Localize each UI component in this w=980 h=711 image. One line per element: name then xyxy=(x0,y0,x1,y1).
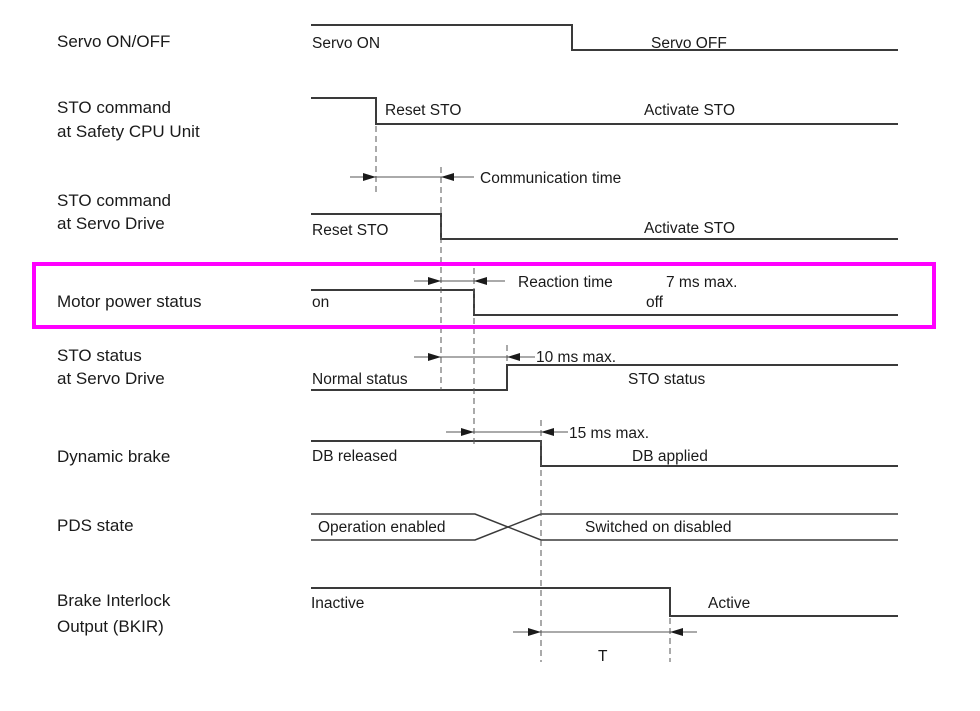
arrow-left-icon xyxy=(670,628,683,636)
state-motor-on: on xyxy=(312,294,329,311)
waveform-bkir xyxy=(311,587,898,617)
row-label-motor-power-status: Motor power status xyxy=(57,292,202,311)
label-t: T xyxy=(598,648,608,665)
label-15ms-max: 15 ms max. xyxy=(569,425,649,442)
row-label-bkir-2: Output (BKIR) xyxy=(57,617,164,636)
state-sto-status: STO status xyxy=(628,371,705,388)
row-label-sto-cmd-safety-cpu-1: STO command xyxy=(57,98,171,117)
state-db-applied: DB applied xyxy=(632,448,708,465)
arrow-left-icon xyxy=(474,277,487,285)
arrow-right-icon xyxy=(428,353,441,361)
state-normal-status: Normal status xyxy=(312,371,408,388)
state-switched-on-disabled: Switched on disabled xyxy=(585,519,732,536)
state-inactive: Inactive xyxy=(311,595,364,612)
dimension-communication-time: Communication time xyxy=(350,170,621,187)
arrow-right-icon xyxy=(461,428,474,436)
state-reset-sto-cpu: Reset STO xyxy=(385,102,461,119)
state-db-released: DB released xyxy=(312,448,397,465)
state-active: Active xyxy=(708,595,750,612)
dimension-10ms: 10 ms max. xyxy=(414,349,616,366)
row-label-sto-cmd-servo-drive-1: STO command xyxy=(57,191,171,210)
waveform-sto-cmd-safety-cpu xyxy=(311,97,898,125)
state-reset-sto-drive: Reset STO xyxy=(312,222,388,239)
arrow-left-icon xyxy=(507,353,520,361)
row-label-sto-status-1: STO status xyxy=(57,346,142,365)
state-activate-sto-drive: Activate STO xyxy=(644,220,735,237)
arrow-right-icon xyxy=(428,277,441,285)
state-motor-off: off xyxy=(646,294,664,311)
waveform-sto-status xyxy=(311,364,898,391)
waveform-motor-power xyxy=(311,289,898,316)
row-label-sto-cmd-servo-drive-2: at Servo Drive xyxy=(57,214,165,233)
label-reaction-max: 7 ms max. xyxy=(666,274,737,291)
row-label-sto-cmd-safety-cpu-2: at Safety CPU Unit xyxy=(57,122,200,141)
dimension-reaction-time: Reaction time 7 ms max. xyxy=(414,274,737,291)
arrow-right-icon xyxy=(363,173,376,181)
row-label-servo-on-off: Servo ON/OFF xyxy=(57,32,170,51)
dimension-t: T xyxy=(513,628,697,665)
label-10ms-max: 10 ms max. xyxy=(536,349,616,366)
arrow-left-icon xyxy=(441,173,454,181)
row-label-bkir-1: Brake Interlock xyxy=(57,591,171,610)
label-reaction-time: Reaction time xyxy=(518,274,613,291)
state-servo-off: Servo OFF xyxy=(651,35,727,52)
arrow-right-icon xyxy=(528,628,541,636)
label-communication-time: Communication time xyxy=(480,170,621,187)
state-activate-sto-cpu: Activate STO xyxy=(644,102,735,119)
row-label-pds-state: PDS state xyxy=(57,516,134,535)
arrow-left-icon xyxy=(541,428,554,436)
waveform-pds-lower xyxy=(311,513,898,541)
state-operation-enabled: Operation enabled xyxy=(318,519,446,536)
row-label-dynamic-brake: Dynamic brake xyxy=(57,447,170,466)
dimension-15ms: 15 ms max. xyxy=(446,425,649,442)
waveform-dynamic-brake xyxy=(311,440,898,467)
row-label-sto-status-2: at Servo Drive xyxy=(57,369,165,388)
waveform-servo-on-off xyxy=(311,24,898,51)
state-servo-on: Servo ON xyxy=(312,35,380,52)
highlight-box-motor-power xyxy=(32,262,936,329)
waveform-sto-cmd-servo-drive xyxy=(311,213,898,240)
